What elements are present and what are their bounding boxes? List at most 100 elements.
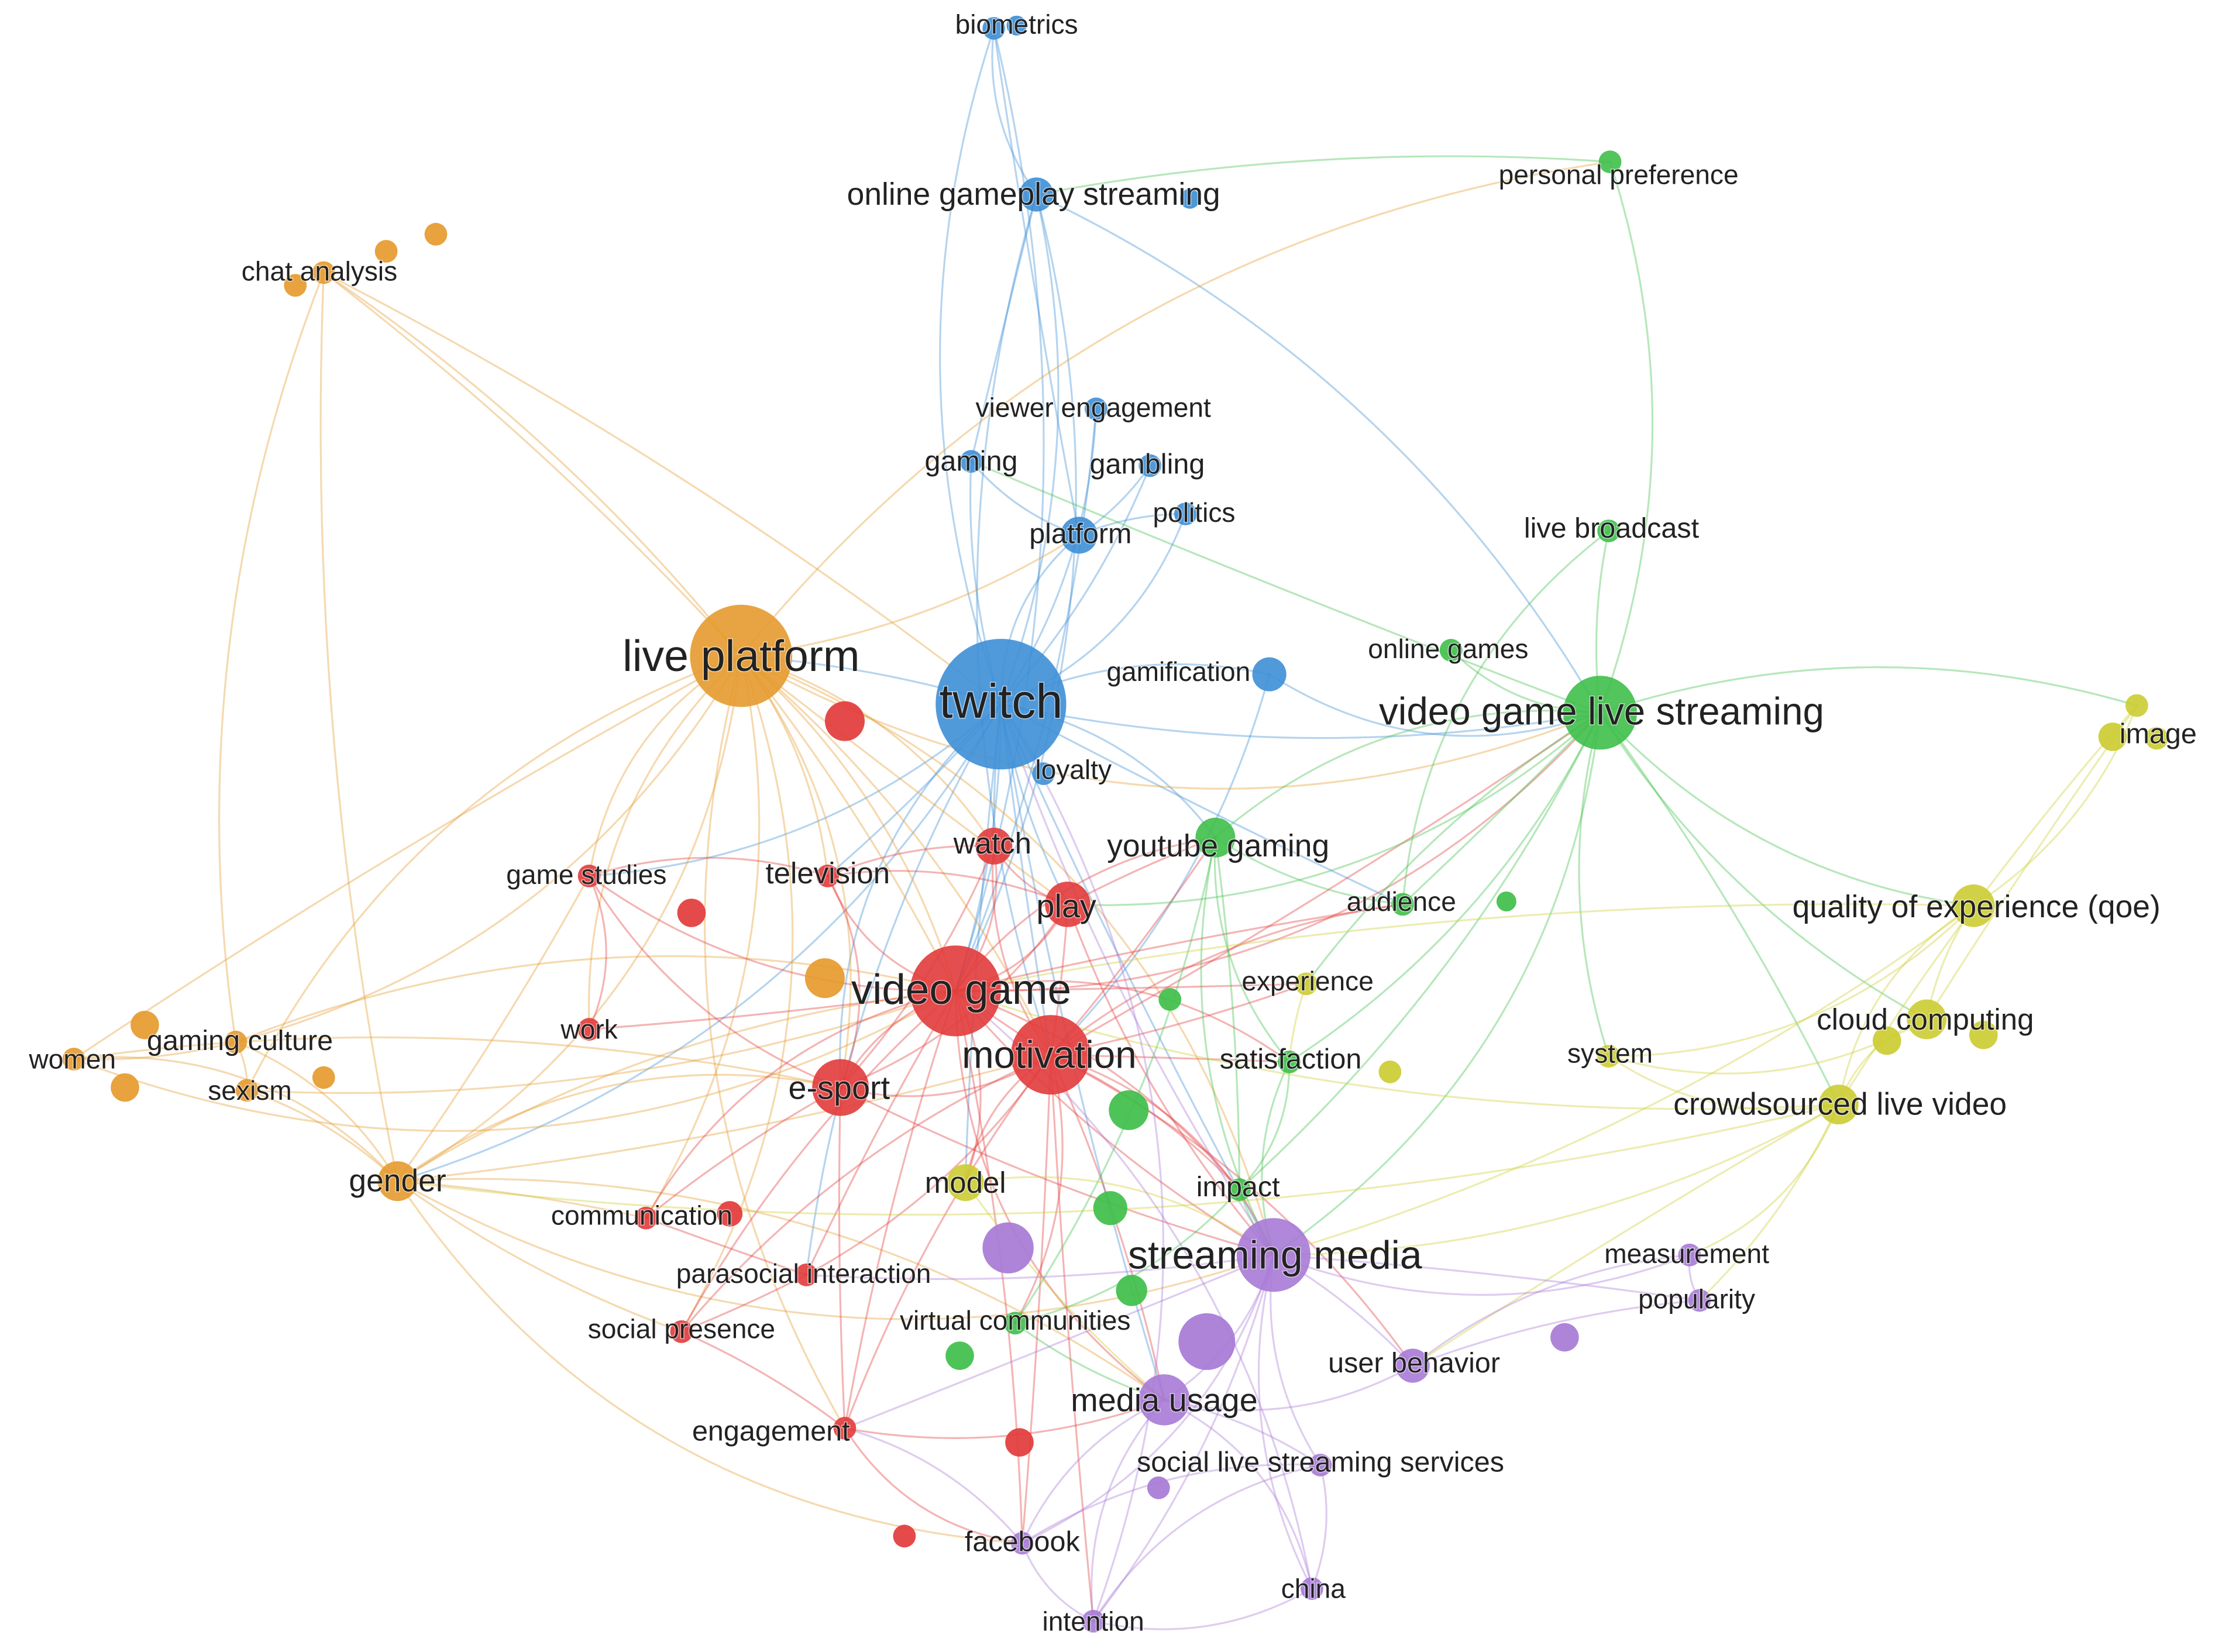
node-label-gaming-culture: gaming culture xyxy=(147,1025,333,1056)
edge-motivation-user-behavior xyxy=(1050,1054,1414,1367)
node-label-personal-preference: personal preference xyxy=(1499,160,1739,190)
edge-women-video-game xyxy=(73,990,957,1132)
node-label-satisfaction: satisfaction xyxy=(1220,1043,1362,1075)
edge-video-game-audience xyxy=(954,903,1404,992)
node-quality-of-experience[interactable] xyxy=(1952,884,1995,927)
node-unlabeled-3 xyxy=(374,240,398,263)
edge-live-platform-motivation xyxy=(740,655,1052,1056)
edge-video-game-live-streaming-gaming xyxy=(970,460,1601,714)
node-unlabeled-13 xyxy=(893,1524,916,1548)
node-unlabeled-7 xyxy=(312,1066,335,1089)
edge-user-behavior-popularity xyxy=(1412,1299,1701,1367)
node-live-platform[interactable] xyxy=(690,604,793,707)
node-play[interactable] xyxy=(1045,882,1091,927)
edge-live-platform-social-presence xyxy=(680,655,794,1333)
node-measurement[interactable] xyxy=(1678,1243,1701,1266)
edge-chat-analysis-twitch xyxy=(322,271,1002,705)
node-sexism[interactable] xyxy=(235,1079,259,1102)
node-facebook[interactable] xyxy=(1010,1531,1034,1555)
node-communication[interactable] xyxy=(634,1206,658,1230)
node-platform[interactable] xyxy=(1060,517,1098,554)
node-label-women: women xyxy=(29,1044,116,1074)
node-gamification[interactable] xyxy=(1252,657,1287,691)
edge-video-game-live-streaming-audience xyxy=(1402,711,1601,906)
edge-media-usage-intention xyxy=(1091,1399,1165,1622)
node-label-video-game: video game xyxy=(851,966,1071,1013)
node-unlabeled-8 xyxy=(805,958,845,999)
node-cloud-computing[interactable] xyxy=(1907,999,1947,1040)
edge-model-streaming-media xyxy=(964,1176,1275,1256)
edge-crowdsourced-live-video-measurement xyxy=(1688,1103,1840,1256)
node-chat-analysis[interactable] xyxy=(312,261,335,284)
node-label-gamification: gamification xyxy=(1106,656,1250,687)
node-audience[interactable] xyxy=(1391,893,1415,916)
node-unlabeled-10 xyxy=(677,899,706,927)
node-image[interactable] xyxy=(2125,694,2148,717)
node-satisfaction[interactable] xyxy=(1278,1050,1301,1073)
edge-video-game-live-streaming-impact xyxy=(1239,711,1601,1191)
node-experience[interactable] xyxy=(1295,972,1318,996)
node-system[interactable] xyxy=(1597,1045,1621,1068)
node-live-broadcast[interactable] xyxy=(1597,519,1621,542)
edge-chat-analysis-gaming-culture xyxy=(218,271,325,1043)
node-label-crowdsourced-live-video: crowdsourced live video xyxy=(1673,1087,2007,1122)
node-online-gameplay-streaming[interactable] xyxy=(1019,177,1054,212)
edge-twitch-video-game-live-streaming xyxy=(1000,703,1601,739)
node-label-work: work xyxy=(560,1014,618,1045)
edge-live-platform-play xyxy=(740,655,1069,906)
edge-motivation-video-game-live-streaming xyxy=(1050,711,1601,1056)
node-e-sport[interactable] xyxy=(812,1059,869,1116)
node-gaming[interactable] xyxy=(959,450,983,473)
node-motivation[interactable] xyxy=(1010,1015,1091,1095)
node-model[interactable] xyxy=(947,1164,984,1202)
node-gambling[interactable] xyxy=(1138,454,1162,477)
node-label-model: model xyxy=(925,1166,1006,1199)
node-engagement[interactable] xyxy=(833,1417,857,1440)
node-twitch[interactable] xyxy=(935,639,1067,770)
node-social-live-streaming-services[interactable] xyxy=(1309,1454,1332,1477)
edge-e-sport-streaming-media xyxy=(840,1086,1275,1256)
node-politics[interactable] xyxy=(1174,503,1197,525)
node-user-behavior[interactable] xyxy=(1395,1348,1430,1383)
node-women[interactable] xyxy=(62,1048,85,1071)
node-gaming-culture[interactable] xyxy=(224,1030,247,1054)
node-online-games[interactable] xyxy=(1439,639,1463,662)
edge-gender-facebook xyxy=(396,1180,1023,1544)
node-virtual-communities[interactable] xyxy=(1003,1312,1027,1335)
node-label-image: image xyxy=(2120,718,2197,750)
node-video-game-live-streaming[interactable] xyxy=(1563,676,1638,750)
node-media-usage[interactable] xyxy=(1138,1374,1190,1426)
node-work[interactable] xyxy=(577,1018,601,1041)
node-parasocial-interaction[interactable] xyxy=(795,1263,818,1286)
node-popularity[interactable] xyxy=(1688,1289,1711,1312)
node-label-sexism: sexism xyxy=(208,1075,291,1106)
edge-video-game-game-studies xyxy=(588,875,957,992)
node-game-studies[interactable] xyxy=(577,865,601,887)
node-label-online-gameplay-streaming: online gameplay streaming xyxy=(847,177,1220,212)
edge-gender-video-game xyxy=(396,990,957,1182)
node-intention[interactable] xyxy=(1082,1610,1105,1633)
node-television[interactable] xyxy=(816,865,840,887)
node-biometrics[interactable] xyxy=(982,17,1006,40)
edge-china-intention xyxy=(1092,1588,1313,1630)
node-loyalty[interactable] xyxy=(1032,762,1055,785)
node-streaming-media[interactable] xyxy=(1236,1218,1311,1292)
edge-media-usage-china xyxy=(1163,1399,1313,1590)
edge-biometrics-platform xyxy=(993,27,1080,536)
edge-crowdsourced-live-video-popularity xyxy=(1698,1103,1840,1302)
node-personal-preference[interactable] xyxy=(1598,150,1622,174)
edge-engagement-media-usage xyxy=(844,1399,1165,1439)
node-youtube-gaming[interactable] xyxy=(1195,817,1236,858)
node-crowdsourced-live-video[interactable] xyxy=(1818,1085,1859,1125)
edge-online-gameplay-streaming-motivation xyxy=(976,193,1052,1056)
node-china[interactable] xyxy=(1301,1577,1323,1601)
node-watch[interactable] xyxy=(975,827,1013,865)
node-impact[interactable] xyxy=(1228,1178,1251,1202)
edge-gamification-motivation xyxy=(1050,673,1271,1056)
node-video-game[interactable] xyxy=(910,945,1002,1037)
node-social-presence[interactable] xyxy=(670,1320,693,1343)
node-viewer-engagement[interactable] xyxy=(1085,397,1107,421)
node-label-social-live-streaming-services: social live streaming services xyxy=(1137,1447,1504,1478)
node-label-parasocial-interaction: parasocial interaction xyxy=(676,1258,931,1289)
node-gender[interactable] xyxy=(377,1161,418,1202)
